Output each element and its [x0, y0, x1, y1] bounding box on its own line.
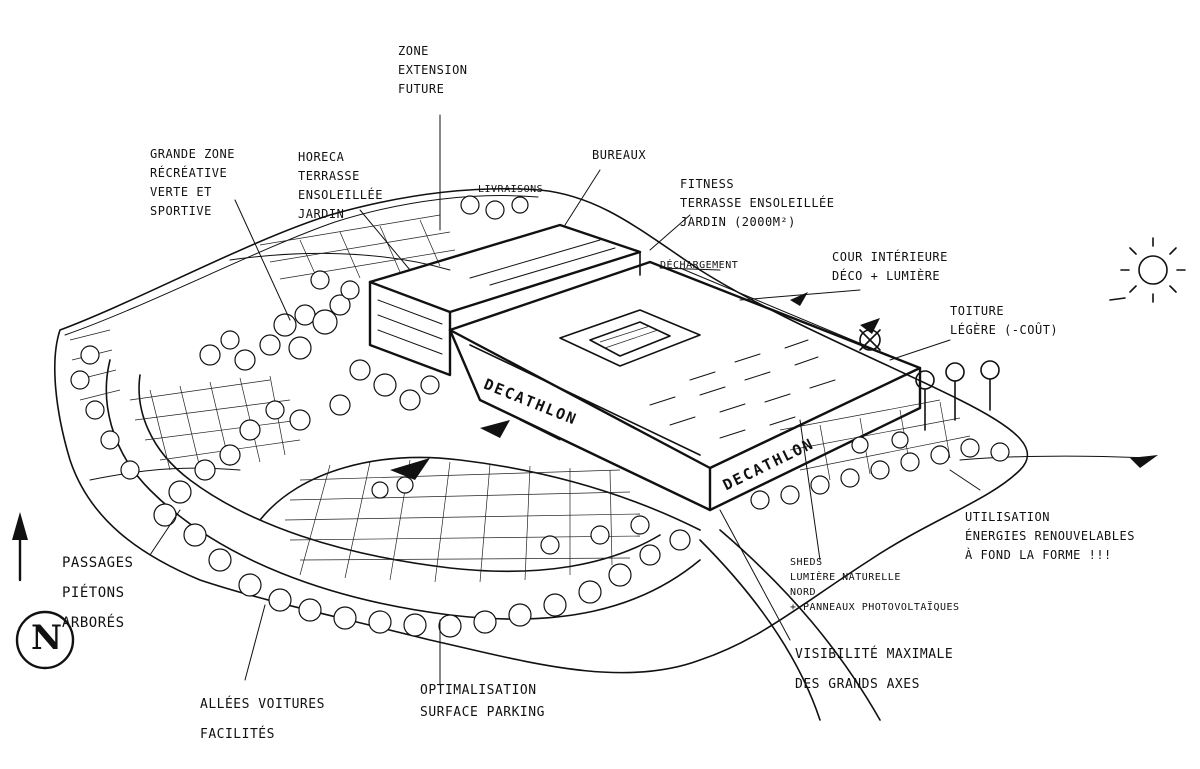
- label-passages: PASSAGES PIÉTONS ARBORÉS: [62, 555, 134, 631]
- label-zone-extension: ZONE EXTENSION FUTURE: [398, 44, 468, 96]
- parking-grid: [69, 214, 971, 583]
- label-cour: COUR INTÉRIEURE DÉCO + LUMIÈRE: [832, 250, 948, 283]
- label-grande-zone: GRANDE ZONE RÉCRÉATIVE VERTE ET SPORTIVE: [150, 147, 235, 218]
- direction-arrows: [390, 292, 1158, 480]
- label-dechargement: DÉCHARGEMENT: [660, 260, 739, 271]
- north-label: N: [31, 618, 63, 658]
- wind-turbines: [859, 329, 1000, 431]
- label-utilisation: UTILISATION ÉNERGIES RENOUVELABLES À FON…: [965, 510, 1135, 562]
- label-visibilite: VISIBILITÉ MAXIMALE DES GRANDS AXES: [795, 647, 954, 692]
- label-livraisons: LIVRAISONS: [478, 184, 544, 195]
- label-horeca: HORECA TERRASSE ENSOLEILLÉE JARDIN: [298, 150, 383, 221]
- north-arrow-icon: [12, 512, 75, 670]
- trees: [70, 195, 1010, 638]
- label-fitness: FITNESS TERRASSE ENSOLEILLÉE JARDIN (200…: [680, 177, 835, 229]
- label-optimalisation: OPTIMALISATION SURFACE PARKING: [420, 683, 545, 720]
- sun-icon: [1109, 237, 1186, 303]
- building-bureaux: [368, 223, 642, 377]
- label-toiture: TOITURE LÉGÈRE (-COÛT): [950, 304, 1059, 337]
- leader-lines: [149, 114, 981, 686]
- label-allees: ALLÉES VOITURES FACILITÉS: [200, 697, 325, 742]
- label-sheds: SHEDS LUMIÈRE NATURELLE NORD + PANNEAUX …: [790, 557, 960, 613]
- label-bureaux: BUREAUX: [592, 148, 647, 162]
- building-decathlon: [448, 260, 922, 512]
